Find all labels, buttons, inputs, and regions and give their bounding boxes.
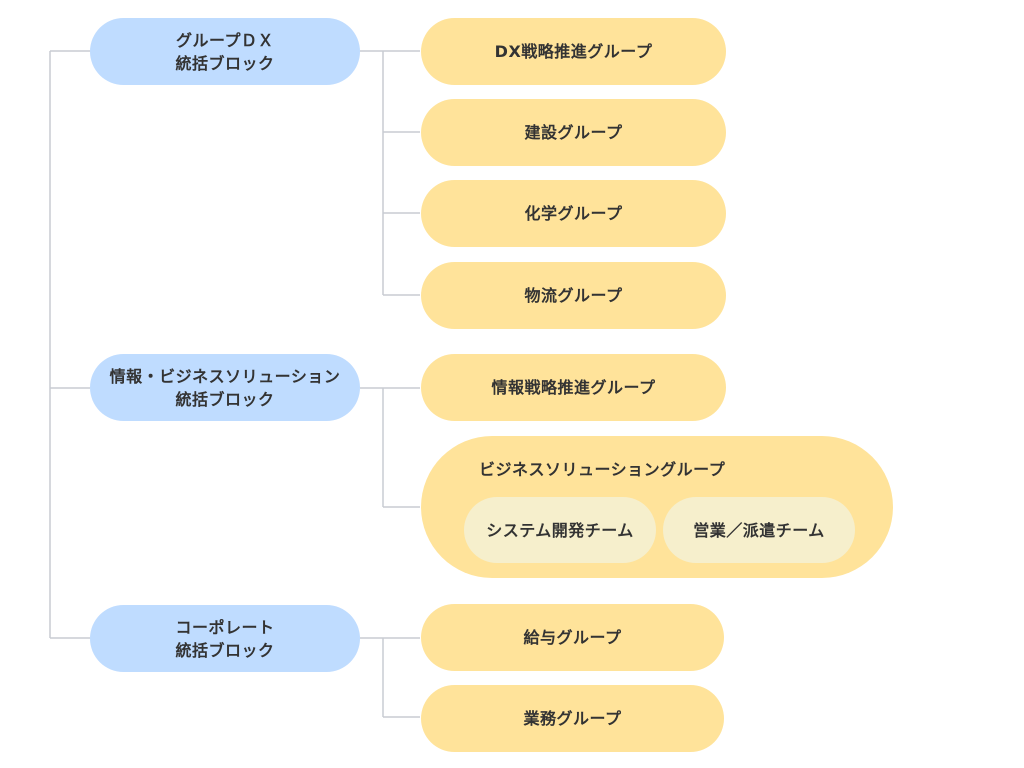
block-corporate: コーポレート 統括ブロック — [90, 605, 360, 672]
block-title-line2: 統括ブロック — [175, 53, 275, 73]
block-title-line2: 統括ブロック — [175, 640, 275, 660]
block-info-business-solution: 情報・ビジネスソリューション 統括ブロック — [90, 354, 360, 421]
team-system-development: システム開発チーム — [464, 497, 656, 563]
block-title-line1: グループＤＸ — [175, 30, 275, 50]
block-title-line1: 情報・ビジネスソリューション — [109, 366, 341, 386]
block-title-line2: 統括ブロック — [175, 389, 275, 409]
group-chemical: 化学グループ — [421, 180, 726, 247]
group-operations: 業務グループ — [421, 685, 724, 752]
group-payroll: 給与グループ — [421, 604, 724, 671]
group-dx-strategy: DX戦略推進グループ — [421, 18, 726, 85]
team-sales-dispatch: 営業／派遣チーム — [663, 497, 855, 563]
group-info-strategy: 情報戦略推進グループ — [421, 354, 726, 421]
block-group-dx: グループＤＸ 統括ブロック — [90, 18, 360, 85]
group-business-solution-label: ビジネスソリューショングループ — [479, 460, 726, 479]
group-logistics: 物流グループ — [421, 262, 726, 329]
group-construction: 建設グループ — [421, 99, 726, 166]
block-title-line1: コーポレート — [175, 617, 275, 637]
group-business-solution: ビジネスソリューショングループ システム開発チーム 営業／派遣チーム — [421, 436, 893, 578]
